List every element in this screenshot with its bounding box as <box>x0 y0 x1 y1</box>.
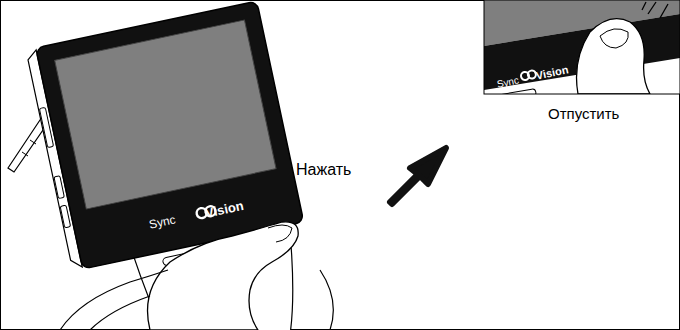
logo-text: Vision <box>535 64 569 82</box>
logo-glyph <box>520 70 536 81</box>
caption-label: Отпустить <box>548 106 619 121</box>
hand <box>60 222 333 330</box>
inset-detail <box>484 0 680 94</box>
main-device <box>8 1 333 330</box>
action-label: Нажать <box>296 162 351 178</box>
direction-arrow <box>390 148 446 204</box>
logo-text: Sync <box>148 213 177 230</box>
logo-text: Sync <box>496 75 520 89</box>
inset-frame <box>484 0 680 94</box>
device-body <box>26 1 330 330</box>
logo-text: Vision <box>204 199 245 220</box>
antenna <box>8 108 54 172</box>
